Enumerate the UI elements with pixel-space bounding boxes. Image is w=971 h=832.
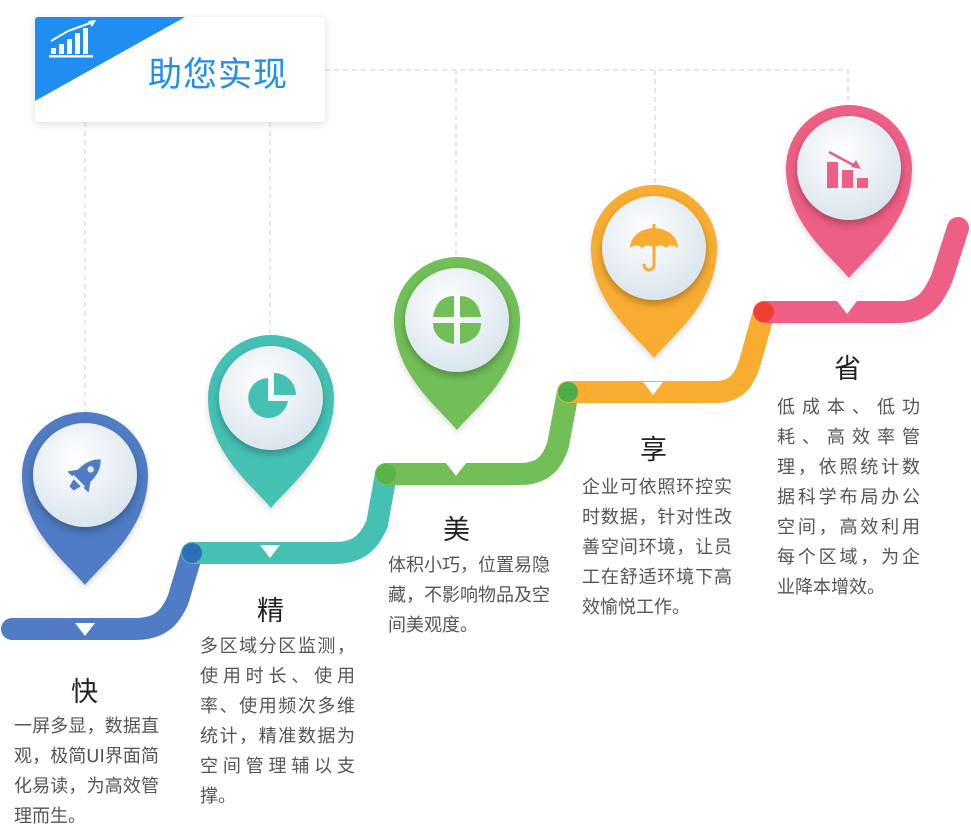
step-title-mei: 美 <box>443 515 470 546</box>
step-desc-mei: 体积小巧，位置易隐藏，不影响物品及空间美观度。 <box>388 555 550 636</box>
step-desc-xiang: 企业可依照环控实时数据，针对性改善空间环境，让员工在舒适环境下高效愉悦工作。 <box>582 477 732 618</box>
triangle-markers <box>75 301 857 636</box>
pin-sheng <box>786 105 912 278</box>
pin-kuai <box>22 412 148 585</box>
step-path <box>1 217 969 640</box>
pin-face <box>219 346 323 450</box>
step-title-kuai: 快 <box>71 677 98 708</box>
path-segment-1 <box>1 542 203 640</box>
triangle-marker-3 <box>446 463 466 476</box>
junction-dot-4 <box>754 302 774 322</box>
pin-mei <box>394 257 520 430</box>
step-title-sheng: 省 <box>834 354 861 385</box>
step-title-xiang: 享 <box>640 435 667 466</box>
path-segment-3 <box>375 381 579 485</box>
step-desc-sheng: 低成本、低功耗、高效率管理，依照统计数据科学布局办公空间，高效利用每个区域，为企… <box>777 397 920 598</box>
pin-xiang <box>591 185 717 358</box>
pie-chart-icon <box>248 373 296 418</box>
junction-dot-2 <box>376 464 396 484</box>
guide-lines <box>84 69 849 420</box>
bar-chart-down-icon <box>827 150 868 188</box>
pin-face <box>405 268 509 372</box>
title-corner-decoration <box>35 17 185 101</box>
path-segment-4 <box>557 301 775 403</box>
path-segment-5 <box>753 217 969 323</box>
pin-face <box>797 116 901 220</box>
step-desc-jing: 多区域分区监测，使用时长、使用率、使用频次多维统计，精准数据为空间管理辅以支撑。 <box>200 636 355 807</box>
triangle-marker-5 <box>837 301 857 314</box>
pin-jing <box>208 335 334 508</box>
junction-dots <box>182 302 774 563</box>
title-card: 助您实现 <box>35 17 325 122</box>
four-leaf-icon <box>433 296 481 344</box>
rocket-icon <box>67 459 101 493</box>
triangle-marker-2 <box>260 545 280 558</box>
path-segment-2 <box>181 463 397 564</box>
junction-dot-1 <box>182 543 202 563</box>
growth-chart-icon <box>49 20 96 58</box>
junction-dot-3 <box>558 382 578 402</box>
step-title-jing: 精 <box>257 596 284 627</box>
umbrella-icon <box>630 224 678 272</box>
triangle-marker-4 <box>643 382 663 395</box>
page-title: 助您实现 <box>148 55 288 95</box>
step-desc-kuai: 一屏多显，数据直观，极简UI界面简化易读，为高效管理而生。 <box>14 716 159 827</box>
triangle-marker-1 <box>75 623 95 636</box>
